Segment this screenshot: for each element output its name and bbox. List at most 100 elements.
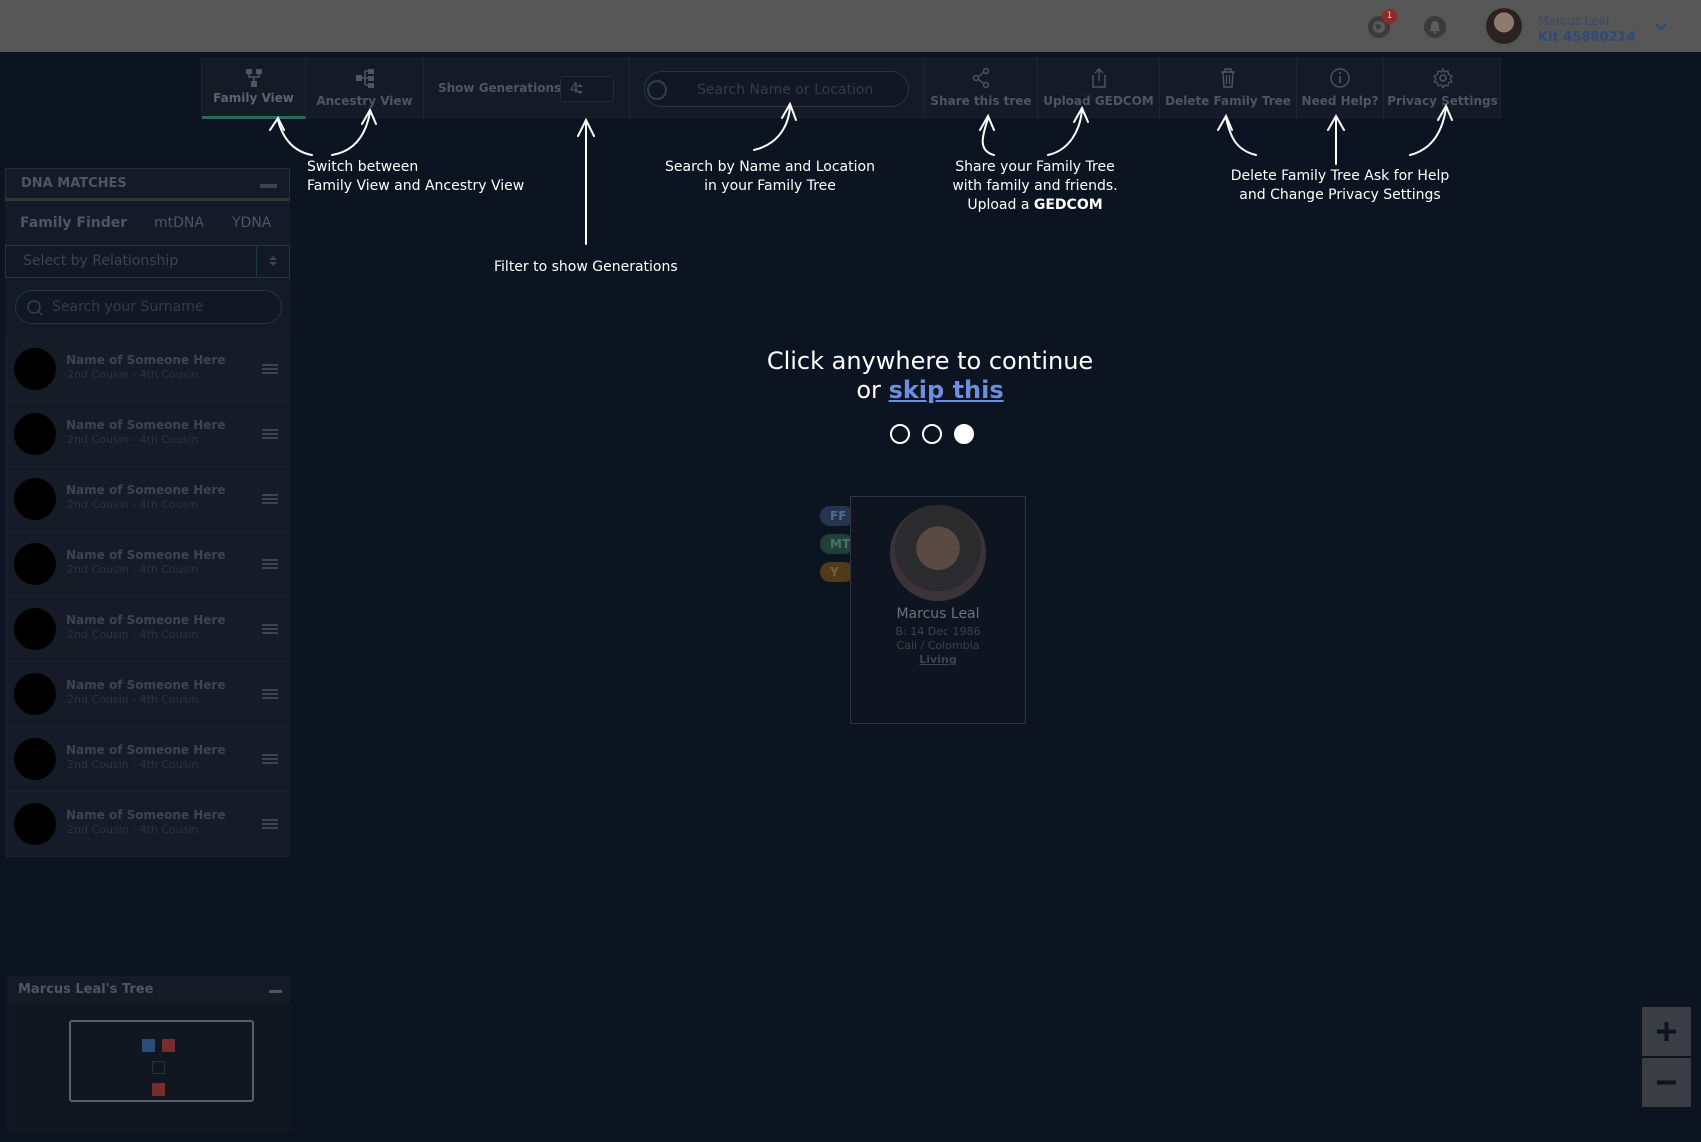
match-name: Name of Someone Here bbox=[66, 353, 226, 367]
match-avatar bbox=[14, 803, 56, 845]
match-name: Name of Someone Here bbox=[66, 808, 226, 822]
tab-family-finder[interactable]: Family Finder bbox=[20, 215, 128, 231]
annotation-share-line3: Upload a GEDCOM bbox=[945, 196, 1125, 215]
annotation-search: Search by Name and Location in your Fami… bbox=[660, 158, 880, 196]
annotation-delete-help-privacy: Delete Family Tree Ask for Help and Chan… bbox=[1222, 167, 1458, 205]
tree-minimap-panel: Marcus Leal's Tree bbox=[7, 976, 290, 1132]
user-kit-number[interactable]: Kit 45880214 bbox=[1538, 30, 1636, 45]
delete-tree-label: Delete Family Tree bbox=[1165, 94, 1291, 108]
stepper-arrows-icon[interactable] bbox=[576, 82, 584, 96]
minimap-node-female bbox=[152, 1083, 165, 1096]
drag-handle-icon[interactable] bbox=[262, 494, 278, 506]
annotation-delete-line2: and Change Privacy Settings bbox=[1239, 187, 1441, 203]
annotation-search-line2: in your Family Tree bbox=[704, 178, 836, 194]
continue-instruction: Click anywhere to continue bbox=[766, 347, 1094, 375]
tour-step-dot-1[interactable] bbox=[890, 424, 910, 444]
match-avatar bbox=[14, 478, 56, 520]
person-birth-place: Cali / Colombia bbox=[896, 639, 980, 652]
match-avatar bbox=[14, 673, 56, 715]
drag-handle-icon[interactable] bbox=[262, 429, 278, 441]
annotation-share: Share your Family Tree with family and f… bbox=[945, 158, 1125, 215]
stepper-arrows-icon bbox=[269, 256, 277, 266]
match-name: Name of Someone Here bbox=[66, 678, 226, 692]
collapse-icon[interactable] bbox=[269, 990, 282, 993]
tab-mtdna[interactable]: mtDNA bbox=[154, 215, 204, 231]
or-text: or bbox=[856, 376, 881, 404]
drag-handle-icon[interactable] bbox=[262, 819, 278, 831]
relationship-select[interactable]: Select by Relationship bbox=[5, 245, 290, 278]
person-living-status[interactable]: Living bbox=[919, 653, 957, 666]
tag-mtdna[interactable]: MT bbox=[820, 534, 854, 554]
match-avatar bbox=[14, 413, 56, 455]
tag-family-finder[interactable]: FF bbox=[820, 506, 854, 526]
info-icon bbox=[1330, 68, 1350, 88]
family-view-button[interactable]: Family View bbox=[202, 59, 306, 119]
skip-tour-link[interactable]: skip this bbox=[888, 376, 1004, 404]
annotation-share-line2: with family and friends. bbox=[952, 178, 1118, 194]
chevron-down-icon[interactable] bbox=[1654, 22, 1668, 32]
zoom-out-button[interactable] bbox=[1642, 1058, 1691, 1107]
match-relationship: 2nd Cousin - 4th Cousin bbox=[67, 758, 199, 771]
annotation-search-line1: Search by Name and Location bbox=[665, 159, 875, 175]
search-icon bbox=[647, 80, 667, 100]
match-relationship: 2nd Cousin - 4th Cousin bbox=[67, 498, 199, 511]
share-tree-label: Share this tree bbox=[930, 94, 1032, 108]
privacy-settings-button[interactable]: Privacy Settings bbox=[1384, 59, 1501, 119]
ancestry-view-button[interactable]: Ancestry View bbox=[306, 59, 424, 119]
dna-matches-panel: DNA MATCHES Family Finder mtDNA YDNA Sel… bbox=[5, 168, 290, 857]
search-icon bbox=[27, 300, 43, 316]
minimap-viewport[interactable] bbox=[69, 1020, 254, 1102]
match-relationship: 2nd Cousin - 4th Cousin bbox=[67, 433, 199, 446]
plus-icon bbox=[1657, 1022, 1676, 1041]
zoom-in-button[interactable] bbox=[1642, 1007, 1691, 1056]
user-name[interactable]: Marcus Leal bbox=[1538, 14, 1610, 28]
drag-handle-icon[interactable] bbox=[262, 689, 278, 701]
annotation-share-gedcom: GEDCOM bbox=[1033, 197, 1103, 213]
match-avatar bbox=[14, 348, 56, 390]
tour-step-dot-2[interactable] bbox=[922, 424, 942, 444]
help-button[interactable]: Need Help? bbox=[1297, 59, 1384, 119]
share-tree-button[interactable]: Share this tree bbox=[925, 59, 1038, 119]
tab-ydna[interactable]: YDNA bbox=[232, 215, 272, 231]
drag-handle-icon[interactable] bbox=[262, 624, 278, 636]
collapse-icon[interactable] bbox=[260, 184, 277, 188]
family-view-icon bbox=[245, 69, 262, 87]
drag-handle-icon[interactable] bbox=[262, 364, 278, 376]
match-relationship: 2nd Cousin - 4th Cousin bbox=[67, 693, 199, 706]
dna-matches-title: DNA MATCHES bbox=[21, 176, 127, 191]
person-card[interactable]: Marcus Leal B: 14 Dec 1986 Cali / Colomb… bbox=[850, 496, 1026, 724]
delete-tree-button[interactable]: Delete Family Tree bbox=[1160, 59, 1297, 119]
annotation-switch-line2: Family View and Ancestry View bbox=[307, 178, 525, 194]
skip-line: or skip this bbox=[700, 376, 1160, 404]
annotation-filter-generations: Filter to show Generations bbox=[494, 259, 678, 275]
select-arrows[interactable] bbox=[256, 246, 289, 277]
bell-icon[interactable] bbox=[1424, 16, 1446, 38]
upload-gedcom-button[interactable]: Upload GEDCOM bbox=[1038, 59, 1160, 119]
tag-ydna[interactable]: Y bbox=[820, 562, 854, 582]
match-name: Name of Someone Here bbox=[66, 418, 226, 432]
match-name: Name of Someone Here bbox=[66, 483, 226, 497]
tree-search-input[interactable]: Search Name or Location bbox=[644, 71, 909, 107]
family-view-label: Family View bbox=[213, 91, 294, 105]
annotation-switch-view: Switch between Family View and Ancestry … bbox=[307, 158, 524, 196]
user-avatar[interactable] bbox=[1486, 8, 1522, 44]
surname-search-input[interactable]: Search your Surname bbox=[15, 290, 282, 324]
match-name: Name of Someone Here bbox=[66, 548, 226, 562]
dna-tabs: Family Finder mtDNA YDNA bbox=[5, 201, 290, 245]
drag-handle-icon[interactable] bbox=[262, 754, 278, 766]
generations-select[interactable]: 4 bbox=[560, 76, 614, 102]
person-name: Marcus Leal bbox=[896, 606, 980, 622]
drag-handle-icon[interactable] bbox=[262, 559, 278, 571]
tree-minimap[interactable] bbox=[9, 1004, 290, 1132]
match-avatar bbox=[14, 608, 56, 650]
annotation-delete-line1: Delete Family Tree Ask for Help bbox=[1230, 168, 1450, 184]
tour-step-dot-3-active[interactable] bbox=[954, 424, 974, 444]
